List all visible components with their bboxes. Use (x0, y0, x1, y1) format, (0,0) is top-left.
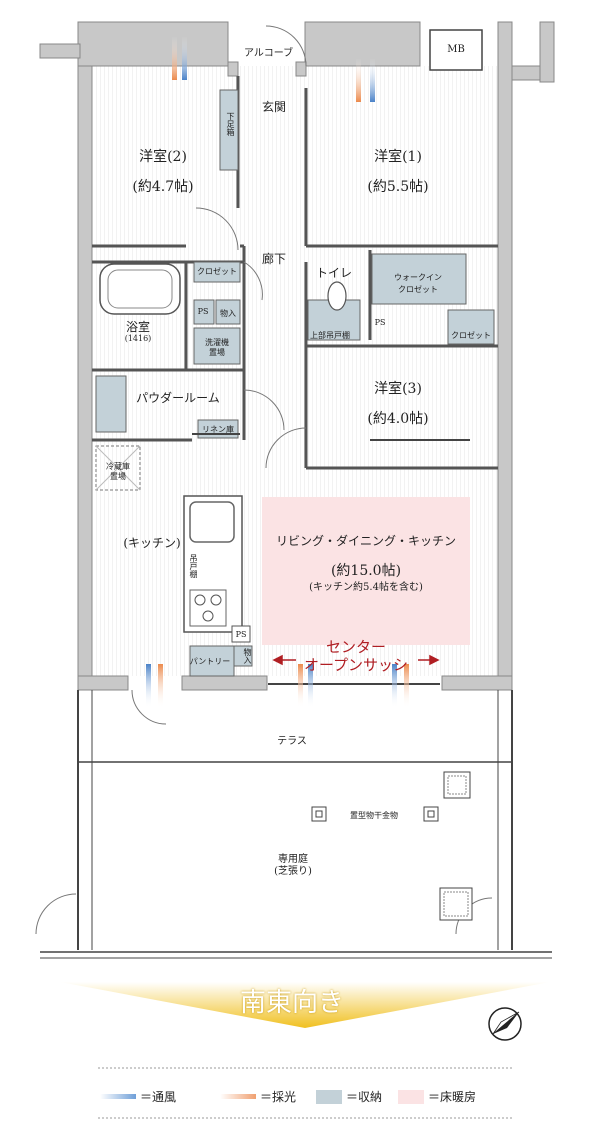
legend-storage: ＝収納 (316, 1088, 382, 1105)
sash-arrows (272, 654, 440, 666)
orientation-arrow (60, 982, 550, 1028)
storage-fridge: 冷蔵庫 置場 (106, 462, 130, 481)
sink (189, 501, 235, 543)
storage-closet-w2: クロゼット (197, 267, 237, 276)
room-entrance: 玄関 (262, 100, 287, 114)
room-alcove: アルコーブ (244, 48, 294, 59)
toilet-bowl (327, 281, 347, 311)
room-ldk-size: (約15.0帖) (330, 563, 402, 579)
storage-walkin: ウォークイン クロゼット (394, 273, 442, 294)
room-bath-size: (1416) (124, 334, 152, 343)
storage-washer: 洗濯機 置場 (205, 338, 229, 357)
wind-light-arrows (146, 36, 409, 708)
door-swings (35, 25, 493, 935)
storage-hanging: 吊戸棚 (189, 554, 198, 578)
room-ldk-note: (キッチン約5.4帖を含む) (309, 582, 423, 593)
room-western2-size: (約4.7帖) (132, 179, 194, 195)
room-garden-note: (芝張り) (274, 866, 312, 877)
room-kitchen: (キッチン) (123, 536, 181, 550)
legend-heating: ＝床暖房 (398, 1088, 476, 1105)
laundry-hardware-label: 置型物干金物 (350, 811, 398, 820)
room-terrace: テラス (277, 736, 307, 747)
storage-shoe: 下足箱 (226, 112, 235, 136)
terrace-garden-lines (40, 690, 552, 959)
legend-light-label: ＝採光 (260, 1090, 297, 1104)
storage-ps1: PS (197, 307, 209, 316)
room-western3-size: (約4.0帖) (367, 411, 429, 427)
mb-box (429, 29, 483, 71)
storage-upper-closet: 上部吊戸棚 (310, 331, 350, 340)
storage-ps3: PS (235, 630, 247, 639)
orientation-label: 南東向き (239, 988, 345, 1018)
compass-icon (488, 1007, 522, 1041)
room-hallway: 廊下 (262, 252, 287, 266)
storage-ps2: PS (374, 318, 386, 327)
storage-closet-w3: クロゼット (451, 331, 491, 340)
room-western1-size: (約5.5帖) (367, 179, 429, 195)
room-western3-name: 洋室(3) (374, 381, 422, 397)
storage-mono2: 物入 (243, 648, 252, 664)
legend-storage-swatch (316, 1089, 342, 1104)
storage-mono1: 物入 (220, 309, 236, 318)
room-bath-name: 浴室 (125, 320, 151, 334)
floor-heating-area (262, 497, 470, 645)
drains (439, 771, 473, 921)
kitchen-counter (183, 495, 243, 633)
legend-heating-swatch (398, 1089, 424, 1104)
room-garden-name: 専用庭 (278, 854, 308, 865)
outer-walls (39, 21, 555, 691)
storage-linen: リネン庫 (202, 425, 234, 434)
room-toilet: トイレ (315, 266, 353, 280)
legend-light: ＝採光 (220, 1088, 296, 1105)
legend-wind-swatch (100, 1094, 136, 1099)
room-mb: MB (447, 44, 465, 55)
storage-pantry: パントリー (189, 657, 231, 666)
room-western2-name: 洋室(2) (139, 149, 187, 165)
callout-line1: センター (325, 638, 387, 656)
legend-light-swatch (220, 1094, 256, 1099)
legend-wind-label: ＝通風 (140, 1090, 177, 1104)
fridge-spot (95, 445, 141, 491)
bathtub (99, 263, 181, 315)
room-western1-name: 洋室(1) (374, 149, 422, 165)
legend-wind: ＝通風 (100, 1088, 176, 1105)
ps-kitchen-box (231, 625, 251, 643)
legend-storage-label: ＝収納 (346, 1090, 383, 1104)
sliding-partitions (192, 433, 470, 685)
laundry-hardware (311, 806, 439, 822)
room-powder: パウダールーム (136, 391, 220, 405)
stove (189, 589, 227, 627)
callout-line2: オープンサッシ (303, 656, 409, 674)
room-ldk-name: リビング・ダイニング・キッチン (275, 534, 457, 548)
legend-heating-label: ＝床暖房 (428, 1090, 477, 1104)
